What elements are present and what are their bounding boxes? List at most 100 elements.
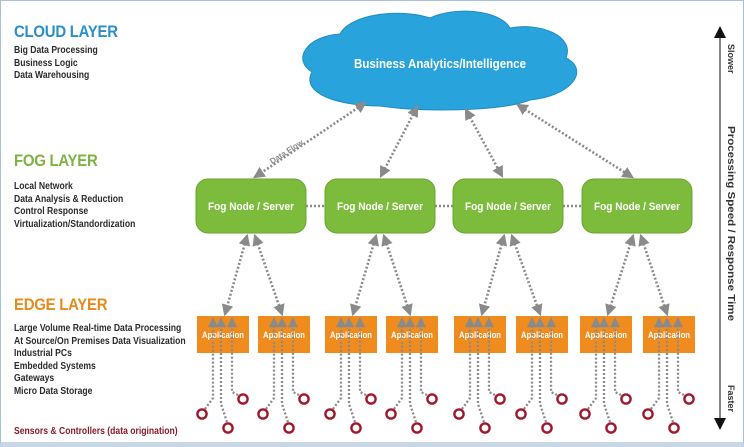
application-node: Application bbox=[580, 316, 632, 353]
application-node: Application bbox=[197, 316, 249, 353]
sensor-data-arrow bbox=[461, 316, 476, 410]
fog-node-box bbox=[195, 178, 307, 234]
cloud-node: Business Analytics/Intelligence bbox=[302, 10, 578, 111]
fog-app-data-flow-arrow bbox=[509, 233, 543, 317]
sensor-icon bbox=[453, 408, 465, 420]
cloud-feature: Data Warehousing bbox=[14, 69, 90, 81]
axis-faster-label: Faster bbox=[726, 385, 736, 413]
sensor-icon bbox=[494, 393, 506, 405]
fog-node-label: Fog Node / Server bbox=[337, 201, 424, 213]
sensor-icon bbox=[237, 393, 249, 405]
application-node: Application bbox=[454, 316, 506, 353]
sensor-icon bbox=[324, 408, 336, 420]
application-node: Application bbox=[386, 316, 438, 353]
sensor-icon bbox=[579, 408, 591, 420]
sensor-icon bbox=[541, 422, 553, 434]
axis-slower-label: Slower bbox=[726, 44, 736, 74]
fog-app-data-flow-arrow bbox=[381, 233, 413, 317]
application-node: Application bbox=[258, 316, 310, 353]
application-node: Application bbox=[516, 316, 568, 353]
sensors-label: Sensors & Controllers (data origination) bbox=[14, 425, 178, 437]
sensor-icon bbox=[411, 422, 423, 434]
sensor-icon bbox=[683, 393, 695, 405]
fog-node-label: Fog Node / Server bbox=[208, 201, 295, 213]
edge-layer-features: Large Volume Real-time Data Processing A… bbox=[14, 322, 186, 397]
fog-layer-title: FOG LAYER bbox=[14, 151, 98, 170]
sensor-data-arrow bbox=[265, 316, 280, 410]
fog-node-box bbox=[324, 178, 436, 234]
cloud-layer-features: Big Data Processing Business Logic Data … bbox=[14, 44, 98, 82]
sensor-icon bbox=[350, 422, 362, 434]
fog-node: Fog Node / Server bbox=[195, 178, 307, 234]
application-label: Application bbox=[521, 330, 563, 340]
fog-layer-features: Local Network Data Analysis & Reduction … bbox=[14, 180, 135, 230]
fog-node-label: Fog Node / Server bbox=[594, 201, 681, 213]
fog-node-box bbox=[452, 178, 564, 234]
sensor-icon bbox=[479, 422, 491, 434]
cloud-label: Business Analytics/Intelligence bbox=[354, 57, 526, 71]
processing-speed-axis: Slower Processing Speed / Response Time … bbox=[714, 26, 736, 430]
application-node: Application bbox=[643, 316, 695, 353]
fog-app-data-flow-arrow bbox=[221, 233, 251, 317]
fog-node: Fog Node / Server bbox=[452, 178, 564, 234]
fog-node: Fog Node / Server bbox=[324, 178, 436, 234]
sensor-icon bbox=[385, 408, 397, 420]
axis-arrow-up-icon bbox=[714, 26, 726, 38]
sensor-icon bbox=[283, 422, 295, 434]
sensor-data-arrow bbox=[587, 316, 602, 410]
fog-feature: Data Analysis & Reduction bbox=[14, 192, 124, 205]
application-label: Application bbox=[202, 330, 244, 340]
sensor-icon bbox=[515, 408, 527, 420]
sensor-icon bbox=[642, 408, 654, 420]
sensor-icon bbox=[605, 422, 617, 434]
application-node: Application bbox=[325, 316, 377, 353]
application-label: Application bbox=[330, 330, 372, 340]
fog-app-data-flow-arrow bbox=[350, 233, 379, 317]
edge-feature: Embedded Systems bbox=[14, 359, 96, 372]
application-label: Application bbox=[391, 330, 433, 340]
fog-app-data-flow-arrow bbox=[605, 233, 636, 317]
sensor-data-arrow bbox=[204, 316, 219, 410]
data-flow-label: Data Flow bbox=[268, 137, 305, 166]
edge-feature: Gateways bbox=[14, 372, 55, 384]
cloud-fog-data-flow-arrow bbox=[516, 103, 634, 179]
fog-feature: Control Response bbox=[14, 205, 89, 217]
fog-app-data-flow-arrow bbox=[478, 233, 508, 317]
sensor-icon bbox=[365, 393, 377, 405]
fog-node-label: Fog Node / Server bbox=[465, 201, 552, 213]
cloud-feature: Big Data Processing bbox=[14, 44, 98, 56]
axis-label: Processing Speed / Response Time bbox=[725, 126, 736, 322]
fog-app-data-flow-arrow bbox=[252, 233, 285, 317]
sensor-icon bbox=[196, 408, 208, 420]
sensor-icon bbox=[556, 393, 568, 405]
sensor-data-arrow bbox=[332, 316, 347, 410]
sensor-data-arrow bbox=[523, 316, 538, 410]
fog-feature: Local Network bbox=[14, 180, 73, 192]
cloud-layer-title: CLOUD LAYER bbox=[14, 22, 118, 41]
fog-app-data-flow-arrow bbox=[638, 233, 670, 317]
edge-layer-title: EDGE LAYER bbox=[14, 295, 108, 314]
sensor-data-arrow bbox=[650, 316, 665, 410]
application-label: Application bbox=[648, 330, 690, 340]
cloud-fog-data-flow-arrow bbox=[379, 104, 419, 179]
fog-node-box bbox=[581, 178, 693, 234]
cloud-feature: Business Logic bbox=[14, 56, 78, 69]
sensor-icon bbox=[668, 422, 680, 434]
sensor-icon bbox=[620, 393, 632, 405]
sensor-icon bbox=[222, 422, 234, 434]
fog-node: Fog Node / Server bbox=[581, 178, 693, 234]
application-label: Application bbox=[459, 330, 501, 340]
axis-arrow-down-icon bbox=[714, 418, 726, 430]
edge-feature: Large Volume Real-time Data Processing bbox=[14, 322, 182, 334]
sensor-data-arrow bbox=[393, 316, 408, 410]
cloud-fog-data-flow-arrow bbox=[253, 101, 367, 179]
sensor-icon bbox=[257, 408, 269, 420]
sensor-icon bbox=[426, 393, 438, 405]
cloud-fog-data-flow-arrow bbox=[464, 107, 504, 179]
application-label: Application bbox=[263, 330, 305, 340]
application-label: Application bbox=[585, 330, 627, 340]
fog-feature: Virtualization/Standordization bbox=[14, 217, 136, 230]
edge-feature: Industrial PCs bbox=[14, 347, 72, 359]
sensor-icon bbox=[298, 393, 310, 405]
